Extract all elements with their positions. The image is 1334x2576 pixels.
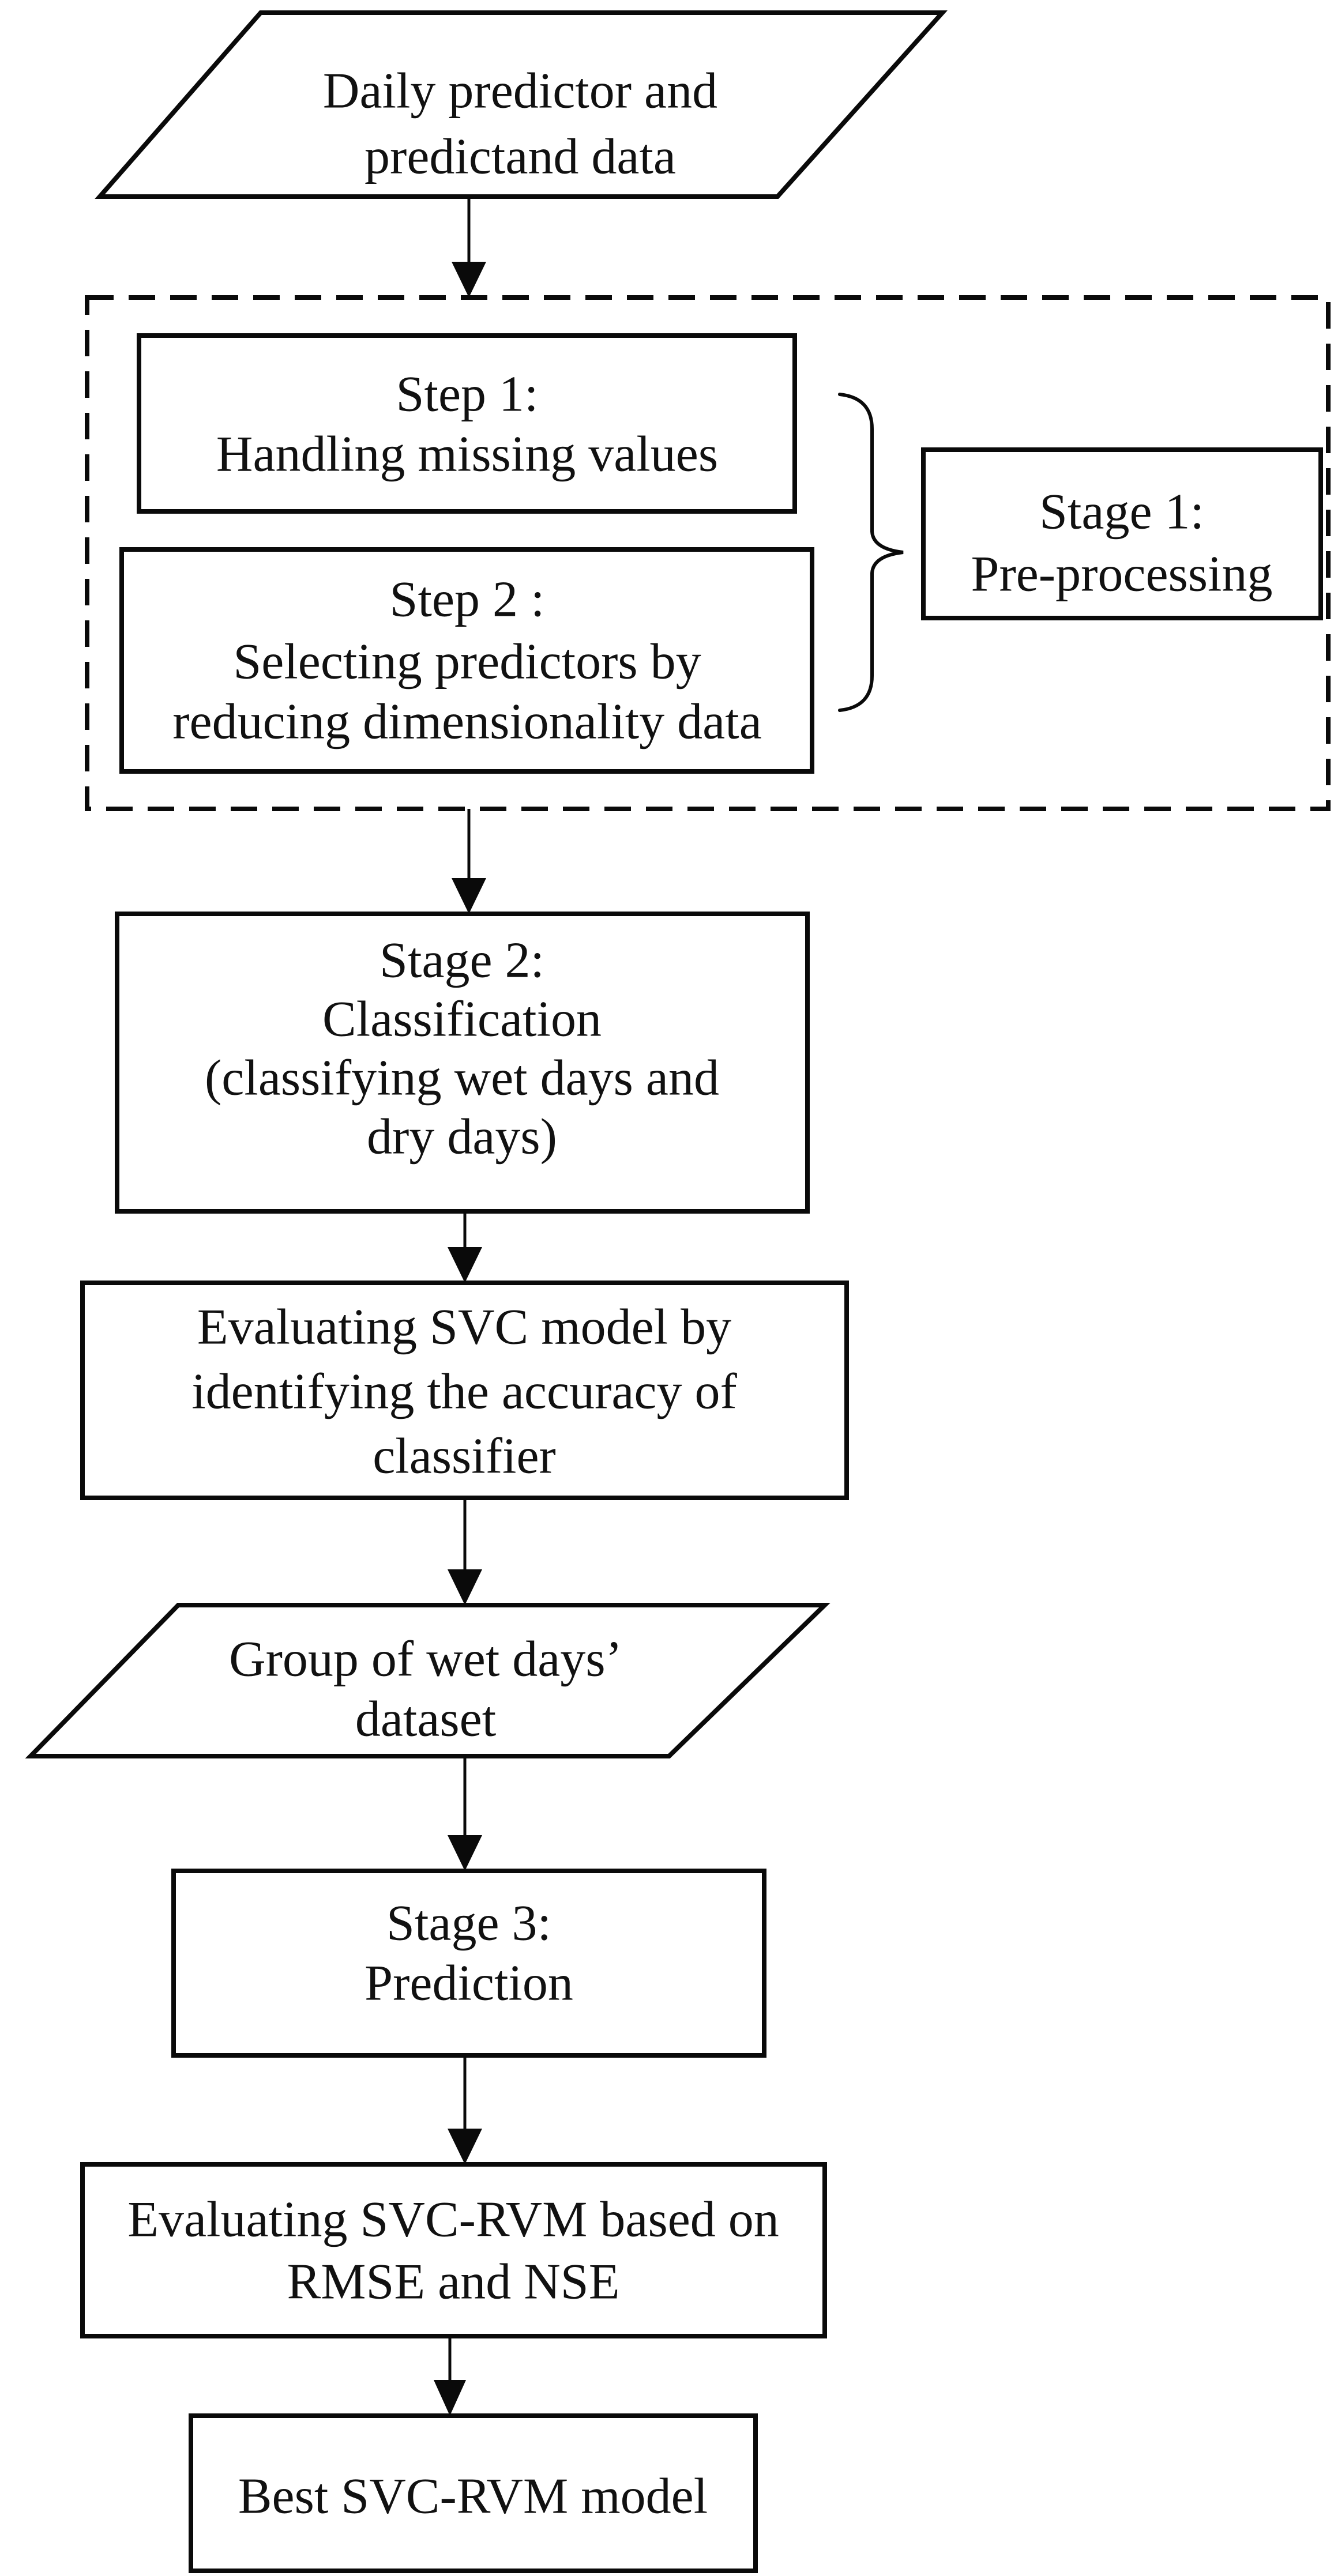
parallelogram-shape: [25, 1603, 831, 1758]
node-input-data: Daily predictor and predictand data: [95, 10, 948, 199]
node-label: dataset: [355, 1692, 496, 1748]
rectangle-shape: [137, 333, 797, 514]
node-evaluate-svc: Evaluating SVC model by identifying the …: [80, 1281, 849, 1500]
node-label: Step 2 :: [390, 572, 545, 628]
node-label: reducing dimensionality data: [172, 694, 762, 750]
node-stage-3: Stage 3: Prediction: [171, 1869, 766, 2058]
curly-brace-icon: [838, 393, 904, 712]
flow-arrow-down-icon: [434, 2336, 466, 2416]
node-label: RMSE and NSE: [287, 2254, 620, 2310]
node-label: Prediction: [364, 1956, 573, 2012]
node-step-2: Step 2 : Selecting predictors by reducin…: [119, 547, 814, 774]
rectangle-shape: [119, 547, 814, 774]
node-label: Stage 3:: [386, 1896, 551, 1952]
node-label: Classification: [322, 992, 602, 1048]
node-label: Selecting predictors by: [233, 634, 701, 690]
node-wet-days-dataset: Group of wet days’ dataset: [25, 1603, 831, 1758]
node-label: Step 1:: [396, 367, 539, 423]
node-label: Evaluating SVC-RVM based on: [127, 2192, 779, 2248]
node-label: Stage 1:: [1039, 484, 1204, 540]
node-label: Handling missing values: [216, 427, 718, 483]
rectangle-shape: [171, 1869, 766, 2058]
node-label: Stage 2:: [379, 933, 544, 989]
node-best-model: Best SVC-RVM model: [189, 2413, 758, 2573]
node-label: dry days): [367, 1109, 557, 1165]
rectangle-shape: [189, 2413, 758, 2573]
node-label: identifying the accuracy of: [191, 1364, 737, 1420]
node-label: classifier: [373, 1429, 556, 1485]
node-label: (classifying wet days and: [205, 1050, 719, 1106]
node-step-1: Step 1: Handling missing values: [137, 333, 797, 514]
flow-arrow-down-icon: [448, 2055, 482, 2164]
flow-arrow-down-icon: [448, 1756, 482, 1871]
rectangle-shape: [921, 447, 1323, 620]
node-label: Pre-processing: [971, 547, 1273, 602]
rectangle-shape: [115, 912, 810, 1214]
node-label: Evaluating SVC model by: [197, 1300, 731, 1355]
flow-arrow-down-icon: [452, 197, 486, 297]
pre-processing-group-border: [85, 295, 1331, 811]
node-label: predictand data: [364, 129, 676, 185]
node-label: Best SVC-RVM model: [238, 2469, 708, 2525]
flow-arrow-down-icon: [448, 1498, 482, 1605]
node-label: Group of wet days’: [229, 1632, 622, 1688]
node-stage-2: Stage 2: Classification (classifying wet…: [115, 912, 810, 1214]
node-stage-1: Stage 1: Pre-processing: [921, 447, 1323, 620]
node-label: Daily predictor and: [323, 63, 717, 119]
rectangle-shape: [80, 2162, 827, 2338]
flow-arrow-down-icon: [452, 809, 486, 914]
node-evaluate-svc-rvm: Evaluating SVC-RVM based on RMSE and NSE: [80, 2162, 827, 2338]
parallelogram-shape: [95, 10, 948, 199]
rectangle-shape: [80, 1281, 849, 1500]
flow-arrow-down-icon: [448, 1211, 482, 1283]
